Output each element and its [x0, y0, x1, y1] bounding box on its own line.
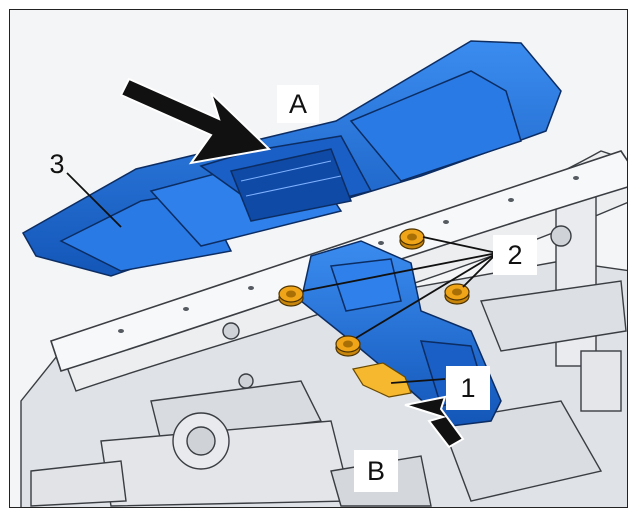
diagram-frame: A 3 2 1 B: [9, 9, 628, 508]
callout-b: B: [354, 450, 398, 492]
callout-1: 1: [446, 366, 490, 410]
callout-a: A: [277, 85, 319, 123]
nut-1: [399, 228, 425, 250]
arrow-b-icon: [404, 395, 465, 449]
callout-2: 2: [493, 235, 537, 275]
callout-3: 3: [49, 148, 65, 179]
diagram-art: [20, 40, 627, 507]
yellow-clip: [352, 362, 412, 398]
nut-2: [278, 285, 304, 307]
arrow-a-icon: [119, 77, 272, 165]
nut-3: [444, 283, 470, 305]
blue-panel-part-3: [21, 40, 562, 277]
nut-4: [335, 335, 361, 357]
leader-lines: [66, 172, 498, 384]
